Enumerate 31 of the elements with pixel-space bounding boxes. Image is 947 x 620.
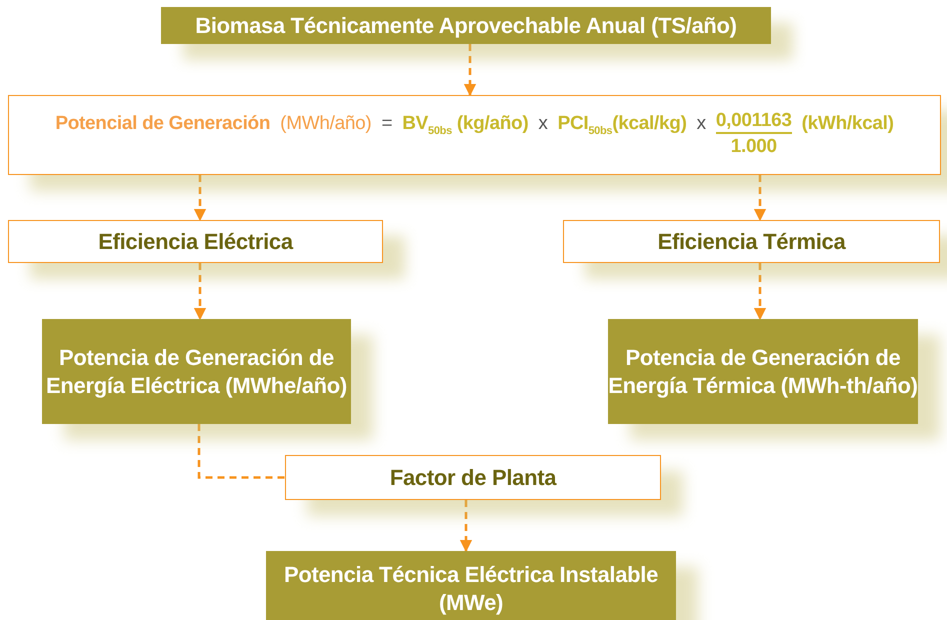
box-label: Potencia Técnica Eléctrica Instalable (MWe) [282, 560, 660, 616]
formula-term: BV$_{50bs}$ (kg/año) [402, 112, 528, 139]
fraction-numerator: 0,001163 [716, 110, 792, 134]
dashed-arrow [194, 263, 206, 320]
formula-term: = [381, 112, 392, 136]
dashed-arrow [194, 175, 206, 222]
process-box [8, 220, 383, 263]
formula-term: (MWh/año) [280, 112, 372, 136]
result-box [42, 319, 351, 424]
formula-term: x [538, 112, 548, 136]
dashed-arrow [754, 263, 766, 320]
process-box [563, 220, 940, 263]
box-label: Potencia de Generación de Energía Eléctrica (MWhe/año) [45, 344, 348, 400]
dashed-arrow [754, 175, 766, 222]
process-box [285, 455, 661, 500]
formula-term: Potencial de Generación [55, 112, 270, 136]
result-box [608, 319, 918, 424]
fraction-denominator: 1.000 [730, 135, 777, 159]
formula-term: x [696, 112, 706, 136]
box-label: Eficiencia Eléctrica [98, 228, 293, 256]
dashed-arrow [464, 44, 476, 96]
formula-term: PCI$_{50bs}$(kcal/kg) [558, 112, 687, 139]
result-box [266, 551, 676, 620]
box-label: Biomasa Técnicamente Aprovechable Anual (TS/año) [195, 12, 737, 40]
result-box [161, 7, 771, 44]
box-label: Factor de Planta [390, 464, 556, 492]
formula-box [8, 95, 941, 175]
box-label: Eficiencia Térmica [658, 228, 846, 256]
dashed-arrow [460, 500, 472, 552]
formula-term: (kWh/kcal) [802, 112, 894, 136]
box-label: Potencia de Generación de Energía Térmica (MWh-th/año) [608, 344, 918, 400]
